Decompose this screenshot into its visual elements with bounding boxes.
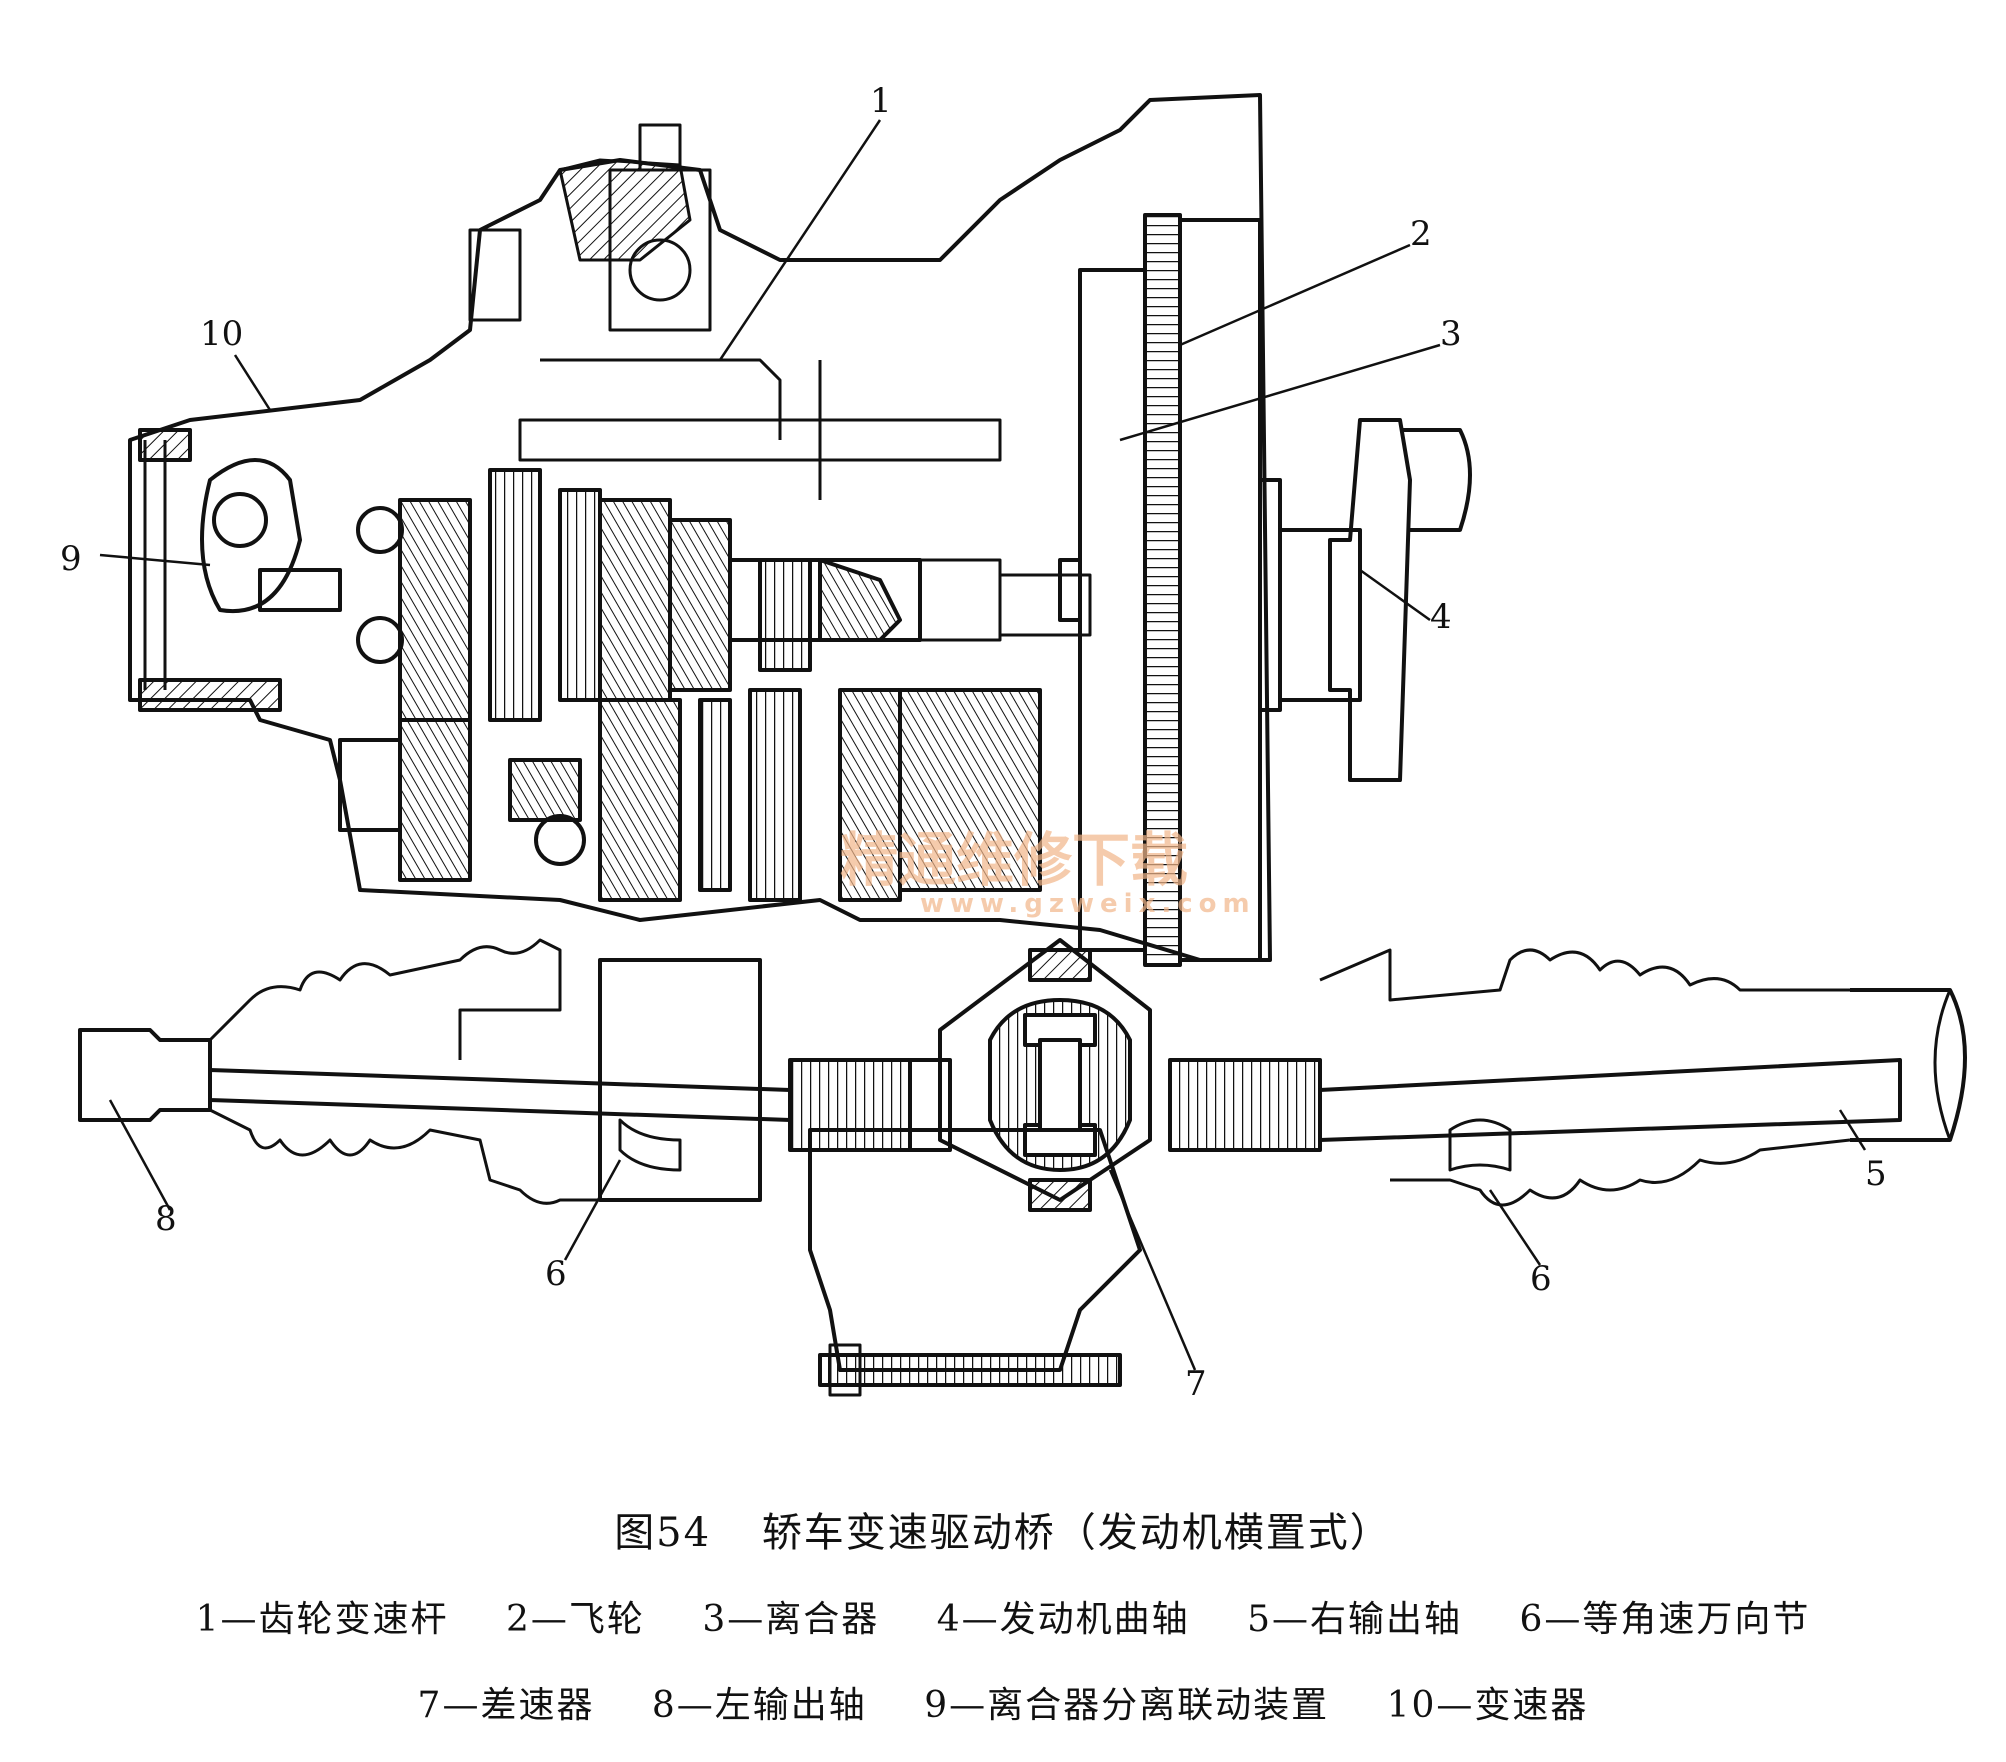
output-shaft-gears [338, 688, 1042, 902]
legend-item: 1—齿轮变速杆 [195, 1599, 449, 1640]
legend-line-1: 1—齿轮变速杆 2—飞轮 3—离合器 4—发动机曲轴 5—右输出轴 6—等角速万… [0, 1590, 2006, 1642]
clutch-release-linkage [200, 458, 404, 664]
figure-number: 图54 [614, 1510, 712, 1556]
legend-item: 8—左输出轴 [651, 1685, 867, 1726]
callout-5: 5 [1865, 1154, 1887, 1194]
final-drive-housing [808, 1128, 1142, 1397]
callout-10: 10 [200, 314, 243, 354]
callout-7: 7 [1185, 1364, 1207, 1404]
legend-item: 3—离合器 [702, 1599, 880, 1640]
transaxle-cutaway-diagram: 1 2 3 4 5 6 6 7 8 9 10 精通维修下载 www.gzweix… [60, 81, 1967, 1404]
callout-9: 9 [60, 539, 82, 579]
legend-item: 4—发动机曲轴 [936, 1599, 1190, 1640]
watermark: 精通维修下载 www.gzweix.com [840, 826, 1256, 919]
figure-caption: 图54 轿车变速驱动桥（发动机横置式） 1—齿轮变速杆 2—飞轮 3—离合器 4… [0, 1500, 2006, 1762]
legend-item: 6—等角速万向节 [1519, 1599, 1811, 1640]
watermark-text: 精通维修下载 [840, 826, 1188, 894]
legend-item: 5—右输出轴 [1247, 1599, 1462, 1640]
figure-title: 轿车变速驱动桥（发动机横置式） [761, 1510, 1392, 1556]
callout-labels: 1 2 3 4 5 6 6 7 8 9 10 [60, 81, 1887, 1404]
gear-shift-rod [468, 123, 1002, 500]
differential [938, 938, 1152, 1212]
legend-item: 9—离合器分离联动装置 [924, 1685, 1330, 1726]
callout-3: 3 [1440, 314, 1462, 354]
left-drive-shaft [78, 938, 952, 1205]
caption-title: 图54 轿车变速驱动桥（发动机横置式） [0, 1500, 2006, 1558]
callout-1: 1 [870, 81, 892, 121]
callout-8: 8 [155, 1199, 177, 1239]
transmission-housing [128, 93, 1272, 962]
legend-line-2: 7—差速器 8—左输出轴 9—离合器分离联动装置 10—变速器 [0, 1676, 2006, 1728]
callout-4: 4 [1430, 597, 1452, 637]
legend-item: 7—差速器 [417, 1685, 595, 1726]
legend-item: 2—飞轮 [506, 1599, 645, 1640]
callout-6-left: 6 [545, 1254, 567, 1294]
crankshaft [1258, 418, 1472, 782]
right-drive-shaft [1168, 948, 1967, 1207]
callout-2: 2 [1410, 214, 1432, 254]
callout-6-right: 6 [1530, 1259, 1552, 1299]
legend-item: 10—变速器 [1386, 1685, 1589, 1726]
input-shaft-gears [398, 468, 1092, 722]
callout-leaders [99, 119, 1867, 1371]
flywheel [1058, 213, 1262, 967]
watermark-url: www.gzweix.com [920, 889, 1256, 919]
